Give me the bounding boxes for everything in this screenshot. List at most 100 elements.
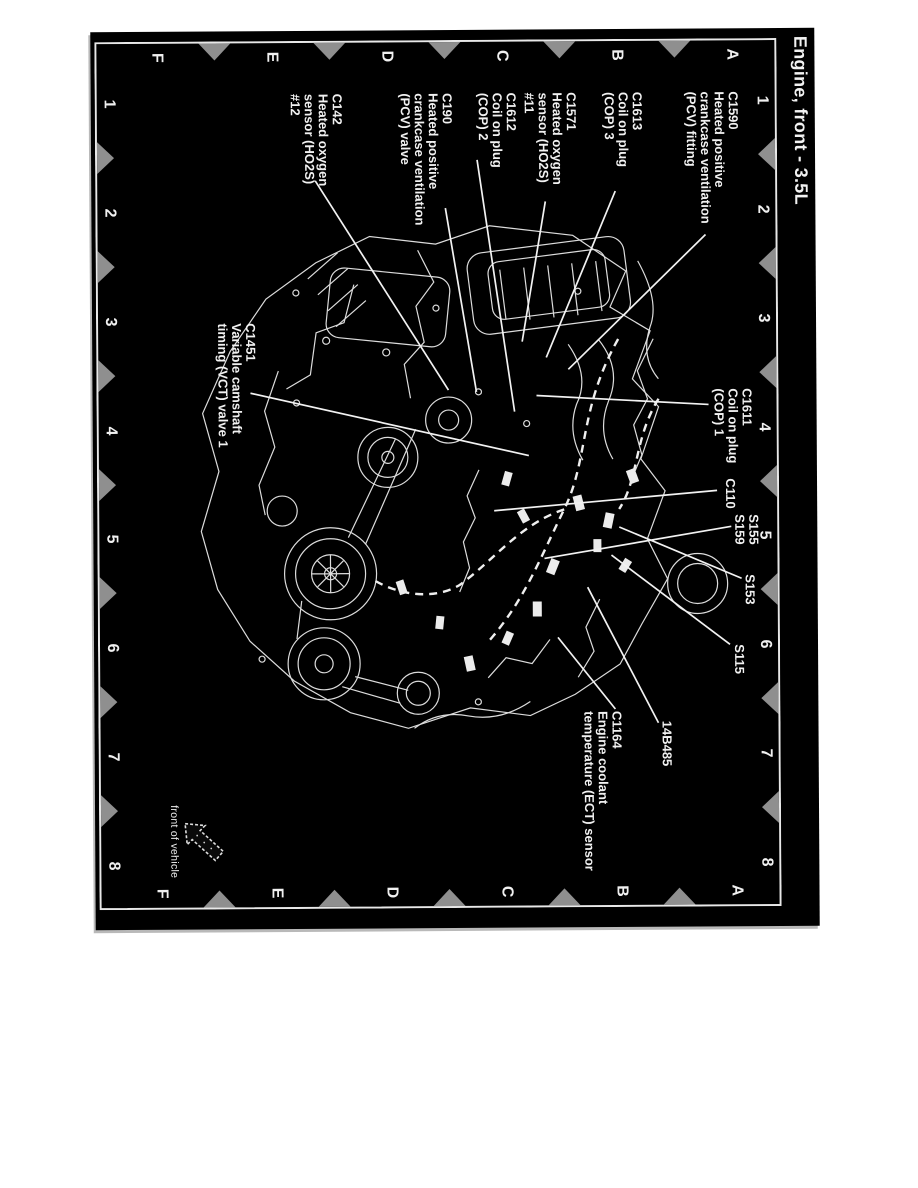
callout-line: C1611 (739, 388, 755, 426)
grid-tick-triangle-icon (658, 40, 691, 58)
grid-number-bottom-7: 7 (104, 752, 122, 762)
callout-line: C1612 (503, 92, 519, 132)
callout-line: S153 (742, 574, 758, 605)
callout-line: sensor (HO2S) (301, 93, 318, 185)
grid-number-top-4: 4 (755, 422, 773, 432)
grid-tick-triangle-icon (758, 247, 776, 280)
callout-line: Engine coolant (595, 711, 611, 805)
grid-number-bottom-2: 2 (101, 208, 119, 218)
callout-line: (COP) 1 (711, 388, 727, 437)
grid-letter-left-e: E (263, 51, 281, 63)
callout-line: C110 (723, 478, 739, 509)
callout-line: (COP) 3 (601, 92, 617, 140)
callout-line: Variable camshaft (229, 323, 245, 434)
grid-tick-triangle-icon (543, 41, 576, 59)
callout-line: S155 (746, 514, 762, 545)
grid-number-top-1: 1 (753, 95, 771, 105)
callout-line: sensor (HO2S) (535, 92, 552, 183)
grid-number-bottom-3: 3 (102, 317, 120, 327)
callout-line: C1571 (563, 92, 579, 131)
callout-line: 14B485 (659, 720, 675, 767)
engine-illustration (94, 38, 782, 911)
callout-line: Coil on plug (615, 91, 632, 168)
grid-tick-triangle-icon (98, 360, 116, 393)
callout-line: C1590 (725, 91, 741, 130)
callout-c190: C190 Heated positive crankcase ventilati… (398, 93, 455, 226)
grid-tick-triangle-icon (663, 887, 696, 905)
callout-s115: S115 (732, 644, 748, 674)
grid-tick-triangle-icon (759, 465, 778, 498)
grid-number-top-6: 6 (756, 639, 775, 649)
grid-letter-left-a: A (723, 48, 741, 61)
callout-line: (PCV) valve (397, 93, 414, 165)
callout-line: C142 (329, 93, 345, 125)
callout-line: S115 (732, 644, 748, 674)
callout-line: Heated positive (425, 93, 442, 190)
callout-c1590: C1590 Heated positive crankcase ventilat… (684, 91, 741, 224)
grid-number-bottom-8: 8 (105, 861, 123, 871)
grid-letter-right-b: B (613, 885, 631, 897)
grid-number-bottom-6: 6 (103, 643, 122, 653)
callout-line: (PCV) fitting (683, 91, 700, 167)
grid-tick-triangle-icon (313, 42, 346, 60)
grid-letter-left-f: F (148, 52, 166, 63)
grid-letter-right-d: D (383, 886, 401, 899)
grid-tick-triangle-icon (198, 43, 231, 61)
engine-line-art (200, 225, 729, 729)
callout-line: #12 (287, 93, 303, 116)
diagram-frame: 1 2 3 4 5 6 7 8 1 2 3 4 5 6 7 8 A B C D … (94, 38, 782, 911)
callout-c1451: C1451 Variable camshaft timing (VCT) val… (215, 323, 258, 448)
callout-line: (COP) 2 (475, 92, 491, 141)
callout-line: #11 (521, 92, 537, 114)
grid-number-top-8: 8 (758, 857, 776, 867)
callout-line: C1613 (629, 91, 645, 131)
grid-tick-triangle-icon (548, 888, 581, 906)
callout-line: Heated positive (711, 91, 728, 188)
callout-c1613: C1613 Coil on plug (COP) 3 (601, 91, 645, 168)
grid-tick-triangle-icon (99, 577, 117, 610)
grid-tick-triangle-icon (97, 251, 115, 284)
grid-letter-right-c: C (498, 885, 516, 898)
callout-line: Heated oxygen (315, 93, 332, 187)
grid-letter-left-b: B (608, 49, 626, 61)
grid-tick-triangle-icon (318, 889, 351, 907)
manual-page: Engine, front - 3.5L (90, 27, 820, 931)
callout-c110: C110 (723, 478, 739, 509)
grid-letter-right-e: E (268, 887, 286, 899)
callout-line: C1164 (609, 710, 625, 749)
grid-letter-right-a: A (728, 884, 746, 897)
callout-line: Coil on plug (489, 92, 506, 168)
grid-tick-triangle-icon (757, 138, 776, 171)
frame-border (94, 38, 782, 911)
grid-tick-triangle-icon (759, 356, 777, 389)
grid-tick-triangle-icon (96, 142, 115, 175)
callout-c1612: C1612 Coil on plug (COP) 2 (475, 92, 519, 168)
callout-line: C1451 (243, 323, 259, 362)
grid-number-bottom-5: 5 (103, 534, 121, 544)
callout-line: S159 (732, 514, 748, 545)
grid-tick-triangle-icon (100, 795, 119, 828)
front-arrow-icon (184, 822, 225, 862)
grid-tick-triangle-icon (433, 888, 466, 907)
grid-tick-triangle-icon (100, 686, 118, 719)
callout-line: timing (VCT) valve 1 (215, 323, 231, 448)
callout-line: C190 (439, 92, 455, 125)
callout-line: crankcase ventilation (697, 91, 714, 224)
callout-14b485: 14B485 (659, 720, 675, 767)
grid-letter-left-c: C (493, 49, 511, 62)
front-of-vehicle-label: front of vehicle (167, 805, 181, 879)
callout-leader-lines (250, 159, 742, 724)
grid-number-top-2: 2 (754, 204, 772, 214)
grid-number-top-3: 3 (754, 313, 773, 323)
callout-c142: C142 Heated oxygen sensor (HO2S) #12 (288, 94, 345, 187)
grid-number-bottom-4: 4 (102, 426, 120, 436)
callout-line: crankcase ventilation (411, 93, 428, 226)
wiring-harness (374, 338, 660, 641)
grid-number-bottom-1: 1 (100, 99, 118, 109)
page-title: Engine, front - 3.5L (790, 35, 812, 205)
harness-connectors (395, 467, 640, 672)
grid-tick-triangle-icon (760, 573, 778, 606)
grid-letter-left-d: D (378, 50, 396, 63)
front-of-vehicle-indicator: front of vehicle (168, 776, 230, 906)
